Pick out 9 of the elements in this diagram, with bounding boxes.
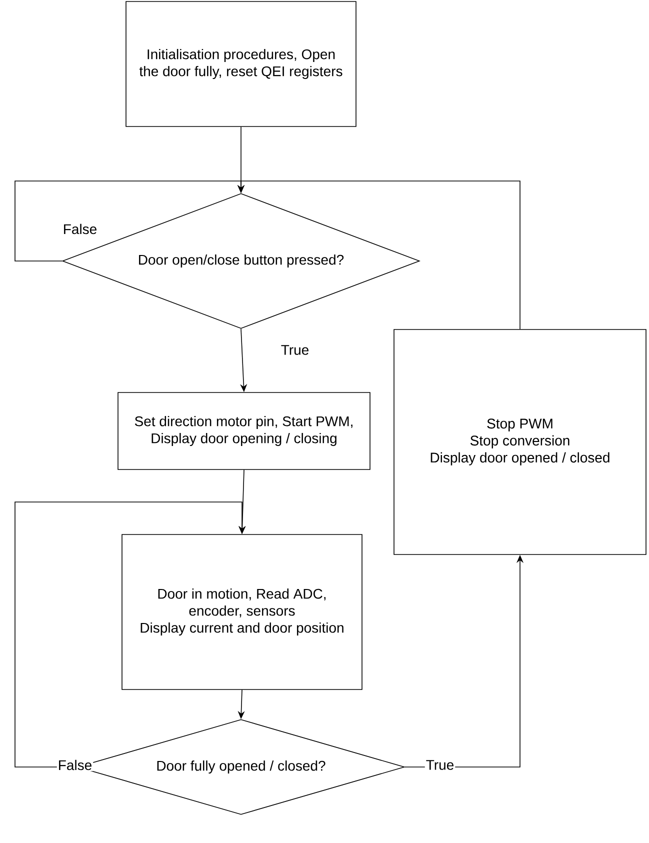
process-box: Initialisation procedures, Open the door fully, reset QEI registers <box>126 1 356 127</box>
process-box: Set direction motor pin, Start PWM, Display door opening / closing <box>118 392 370 470</box>
process-box: Stop PWM Stop conversion Display door opened / closed <box>394 329 646 555</box>
edge-label: True <box>424 759 456 771</box>
edge-label: True <box>280 344 310 356</box>
edge-label: False <box>62 222 98 236</box>
arrow <box>14 502 246 768</box>
process-box: Door in motion, Read ADC, encoder, sensors Display current and door position <box>122 534 362 690</box>
edge-label: False <box>56 758 94 772</box>
